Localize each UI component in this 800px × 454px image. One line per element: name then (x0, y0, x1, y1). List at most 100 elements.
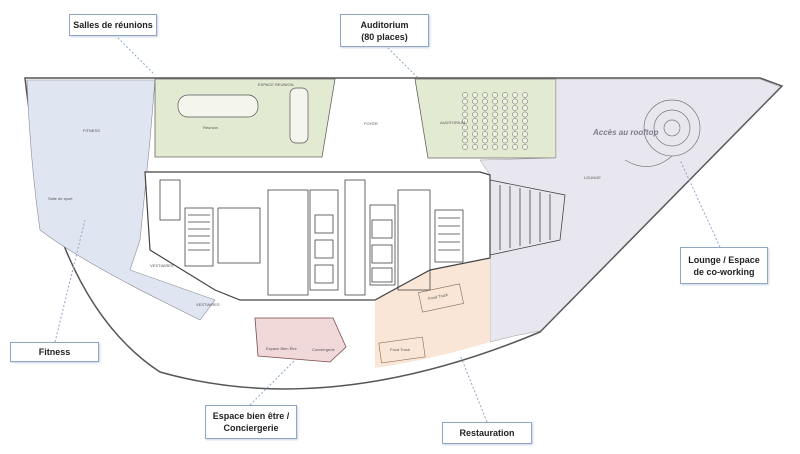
rooftop-access-label: Accès au rooftop (593, 128, 659, 137)
auditorium-seat (522, 131, 528, 137)
callout-meeting-rooms-text: Salles de réunions (73, 20, 153, 30)
auditorium-seat (512, 92, 518, 98)
spiral-staircase (624, 99, 701, 167)
auditorium-seat (512, 118, 518, 124)
auditorium-seat (472, 98, 478, 105)
auditorium-seat (492, 131, 498, 137)
auditorium-seat (502, 144, 508, 150)
auditorium-seat (482, 131, 488, 137)
core-rooms (159, 179, 566, 296)
callout-fitness-text: Fitness (38, 347, 71, 357)
auditorium-seat (462, 92, 468, 98)
auditorium-seat (462, 131, 468, 137)
food-truck-2 (378, 336, 426, 364)
auditorium-seat (512, 111, 518, 118)
callout-restauration-text: Restauration (459, 428, 515, 438)
central-core (144, 171, 491, 301)
auditorium-seat (462, 98, 468, 105)
auditorium-seat (472, 105, 478, 111)
auditorium-seat (492, 98, 498, 105)
auditorium-seat (492, 92, 498, 98)
callout-fitness: Fitness (10, 342, 99, 362)
callout-auditorium: Auditorium(80 places) (340, 14, 429, 47)
auditorium-seat (492, 105, 498, 111)
zone-restauration (375, 258, 490, 368)
meeting-table (177, 94, 259, 118)
auditorium-seat (472, 118, 478, 124)
auditorium-seat (482, 144, 488, 150)
auditorium-seat (522, 144, 528, 150)
auditorium-seat (462, 105, 468, 111)
auditorium-seat (472, 92, 478, 98)
callout-restauration: Restauration (442, 422, 532, 444)
auditorium-seat (482, 124, 488, 131)
meeting-table-2 (289, 87, 309, 144)
food-truck-label-2: Food Truck (390, 347, 411, 352)
meeting-room-label: ESPACE REUNION (258, 82, 294, 87)
auditorium-seat (522, 124, 528, 131)
foyer-label: FOYER (364, 121, 378, 126)
auditorium-seat (512, 131, 518, 137)
auditorium-seat (502, 92, 508, 98)
auditorium-seat (492, 124, 498, 131)
callout-wellness: Espace bien être /Conciergerie (205, 405, 297, 439)
auditorium-seat (492, 144, 498, 150)
callout-lounge-line2: de co-working (693, 266, 755, 277)
auditorium-seat (512, 105, 518, 111)
auditorium-seat (522, 111, 528, 118)
auditorium-seat (472, 144, 478, 150)
auditorium-seat (512, 124, 518, 131)
auditorium-seat (472, 131, 478, 137)
auditorium-seat (482, 92, 488, 98)
auditorium-seat (482, 118, 488, 124)
auditorium-seat (522, 137, 528, 144)
auditorium-seat (502, 98, 508, 105)
zone-lounge (479, 78, 781, 343)
auditorium-seat (522, 98, 528, 105)
auditorium-seat (472, 137, 478, 144)
auditorium-seat (482, 98, 488, 105)
leader-lines (54, 34, 721, 423)
auditorium-seat (472, 111, 478, 118)
auditorium-seat (462, 137, 468, 144)
callout-auditorium-capacity: (80 places) (361, 31, 408, 42)
auditorium-seat (512, 137, 518, 144)
auditorium-room-label: AUDITORIUM (440, 120, 466, 125)
fitness-room-label: FITNESS (83, 128, 100, 133)
auditorium-seat (482, 105, 488, 111)
auditorium-seats (462, 92, 528, 150)
callout-wellness-line1: Espace bien être / (212, 411, 290, 421)
auditorium-seat (462, 124, 468, 131)
auditorium-seat (502, 131, 508, 137)
conciergerie-room-label: Conciergerie (312, 347, 335, 352)
auditorium-seat (462, 118, 468, 124)
auditorium-seat (522, 105, 528, 111)
vestiaires-label-2: VESTIAIRES (196, 302, 220, 307)
callout-meeting-rooms: Salles de réunions (69, 14, 157, 36)
auditorium-seat (472, 124, 478, 131)
auditorium-seat (522, 92, 528, 98)
food-truck-1 (418, 283, 464, 313)
callout-auditorium-title: Auditorium (360, 19, 409, 30)
lounge-label: LOUNGE (584, 175, 601, 180)
auditorium-seat (502, 111, 508, 118)
sport-room-label: Salle de sport (48, 196, 73, 201)
auditorium-seat (522, 118, 528, 124)
wellness-room-label: Espace Bien Être (266, 346, 297, 351)
auditorium-seat (482, 111, 488, 118)
auditorium-seat (512, 98, 518, 105)
auditorium-seat (462, 111, 468, 118)
auditorium-seat (502, 124, 508, 131)
auditorium-seat (462, 144, 468, 150)
callout-lounge-line1: Lounge / Espace (688, 254, 760, 265)
zone-wellness (254, 317, 347, 363)
auditorium-seat (492, 111, 498, 118)
auditorium-seat (502, 105, 508, 111)
auditorium-seat (482, 137, 488, 144)
zone-fitness (26, 79, 216, 321)
auditorium-seat (502, 137, 508, 144)
auditorium-seat (492, 118, 498, 124)
meeting-table-label: Réunion (203, 125, 218, 130)
